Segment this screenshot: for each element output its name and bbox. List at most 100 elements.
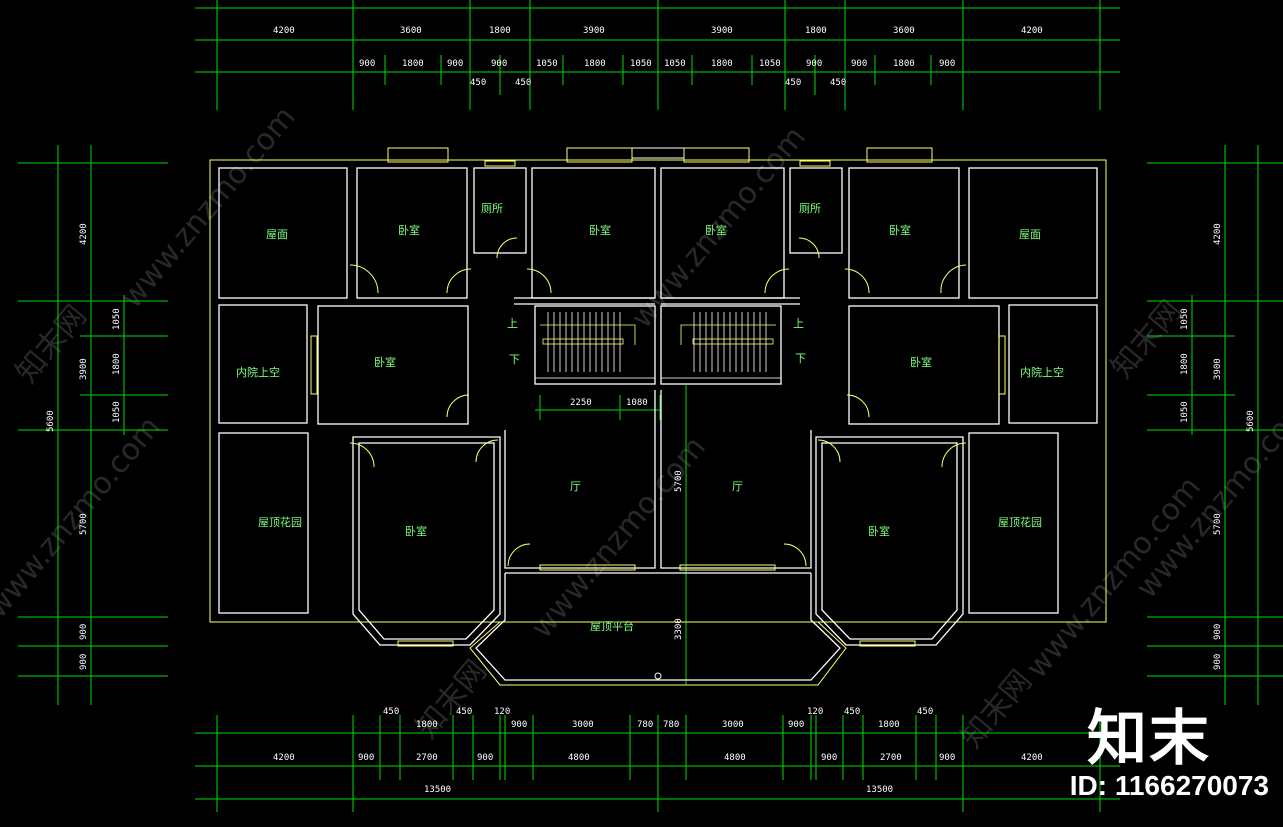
- room-hall-right: 厅: [732, 480, 743, 493]
- dim-top-2: 1800: [402, 59, 424, 69]
- wall-bed-5: [317, 305, 469, 425]
- dim-right-inner: 1800: [1180, 353, 1190, 375]
- dim-top-2: 900: [359, 59, 375, 69]
- dim-top-2: 1050: [759, 59, 781, 69]
- windows: [310, 147, 1006, 647]
- dim-bottom-2: 900: [821, 753, 837, 763]
- drain: [654, 672, 662, 680]
- dim-top-2: 900: [806, 59, 822, 69]
- dim-left: 5700: [79, 513, 89, 535]
- dim-top-2: 1050: [536, 59, 558, 69]
- wall-stair-right: [660, 305, 782, 385]
- dim-top-3: 450: [515, 78, 531, 88]
- dim-bottom-2: 2700: [880, 753, 902, 763]
- dim-bottom-2: 4200: [273, 753, 295, 763]
- outer-frame: [209, 159, 1107, 686]
- watermark-cn: 知末网: [1104, 294, 1189, 385]
- dim-right: 3900: [1213, 358, 1223, 380]
- dim-top-2: 1800: [711, 59, 733, 69]
- dim-top: 1800: [489, 26, 511, 36]
- dim-hall-depth: 5700: [674, 470, 684, 492]
- dim-stair-width: 1080: [626, 398, 648, 408]
- dim-top: 1800: [805, 26, 827, 36]
- dim-bottom-3: 13500: [866, 785, 893, 795]
- dim-left: 3900: [79, 358, 89, 380]
- dim-top-2: 900: [491, 59, 507, 69]
- dim-bottom: 450: [456, 707, 472, 717]
- dim-left: 4200: [79, 223, 89, 245]
- dim-top: 3900: [711, 26, 733, 36]
- dim-top-2: 900: [939, 59, 955, 69]
- dim-bottom-2: 2700: [416, 753, 438, 763]
- dim-terrace-depth: 3300: [674, 618, 684, 640]
- wall-garden-right: [968, 432, 1059, 614]
- room-roof-left: 屋面: [266, 228, 288, 241]
- wall-bed-7: [352, 436, 501, 646]
- dim-top: 3900: [583, 26, 605, 36]
- watermark: www.znzmo.com: [114, 100, 303, 315]
- dim-bottom: 900: [788, 720, 804, 730]
- dim-bottom: 1800: [416, 720, 438, 730]
- dimension-lines: [18, 0, 1283, 812]
- stair-up-left: 上: [507, 317, 518, 330]
- stair-down-left: 下: [509, 353, 520, 366]
- dim-right-inner: 1050: [1180, 308, 1190, 330]
- dim-bottom: 450: [383, 707, 399, 717]
- dim-top-2: 900: [447, 59, 463, 69]
- watermark-layer: www.znzmo.com www.znzmo.com www.znzmo.co…: [0, 100, 1283, 755]
- room-bed-3: 卧室: [705, 223, 727, 237]
- dim-left: 900: [79, 624, 89, 640]
- room-void-right: 内院上空: [1020, 365, 1064, 379]
- wall-void-right: [1008, 304, 1098, 424]
- wall-void-left: [218, 304, 308, 424]
- dim-right: 900: [1213, 624, 1223, 640]
- dim-top-2: 1800: [893, 59, 915, 69]
- dim-top: 4200: [1021, 26, 1043, 36]
- dim-bottom: 450: [844, 707, 860, 717]
- stair-down-right: 下: [795, 352, 806, 365]
- wall-bath-right: [789, 167, 843, 254]
- room-terrace: 屋顶平台: [590, 619, 634, 633]
- wall-bed-8: [815, 436, 964, 646]
- dim-stair-width: 2250: [570, 398, 592, 408]
- wall-garden-left: [218, 432, 309, 614]
- dim-bottom-2: 4800: [568, 753, 590, 763]
- doors: [349, 237, 967, 567]
- dim-right: 4200: [1213, 223, 1223, 245]
- room-roof-right: 屋面: [1019, 228, 1041, 241]
- dim-bottom: 120: [807, 707, 823, 717]
- dim-top-3: 450: [830, 78, 846, 88]
- wall-bath-left: [473, 167, 527, 254]
- room-bath-right: 厕所: [799, 202, 821, 215]
- room-garden-left: 屋顶花园: [258, 516, 302, 529]
- dim-top-3: 450: [470, 78, 486, 88]
- dim-top-2: 1800: [584, 59, 606, 69]
- dim-right: 900: [1213, 654, 1223, 670]
- dim-left-inner: 1050: [112, 308, 122, 330]
- dim-bottom-2: 4800: [724, 753, 746, 763]
- dim-right-inner: 1050: [1180, 401, 1190, 423]
- dim-bottom: 1800: [878, 720, 900, 730]
- stair-treads: [534, 312, 782, 385]
- dim-bottom: 780: [637, 720, 653, 730]
- dim-bottom: 120: [494, 707, 510, 717]
- dim-bottom-2: 900: [477, 753, 493, 763]
- dim-bottom-2: 900: [939, 753, 955, 763]
- wall-bed-1: [356, 167, 468, 299]
- wall-bed-4: [848, 167, 960, 299]
- wall-roof-right: [968, 167, 1098, 299]
- room-garden-right: 屋顶花园: [998, 516, 1042, 529]
- dim-right-total: 5600: [1246, 410, 1256, 432]
- dim-bottom-2: 900: [358, 753, 374, 763]
- dim-top: 3600: [400, 26, 422, 36]
- dim-bottom: 3000: [572, 720, 594, 730]
- room-bed-1: 卧室: [398, 223, 420, 237]
- dim-bottom-3: 13500: [424, 785, 451, 795]
- room-labels: 屋面 卧室 厕所 卧室 卧室 厕所 卧室 屋面 内院上空 卧室 上 下 上 下 …: [236, 202, 1064, 633]
- watermark-cn: 知末网: [409, 654, 494, 745]
- dim-bottom-2: 4200: [1021, 753, 1043, 763]
- room-bath-left: 厕所: [481, 202, 503, 215]
- dim-left-inner: 1050: [112, 401, 122, 423]
- wall-bed-7-inner: [358, 442, 495, 640]
- dim-left-total: 5600: [46, 410, 56, 432]
